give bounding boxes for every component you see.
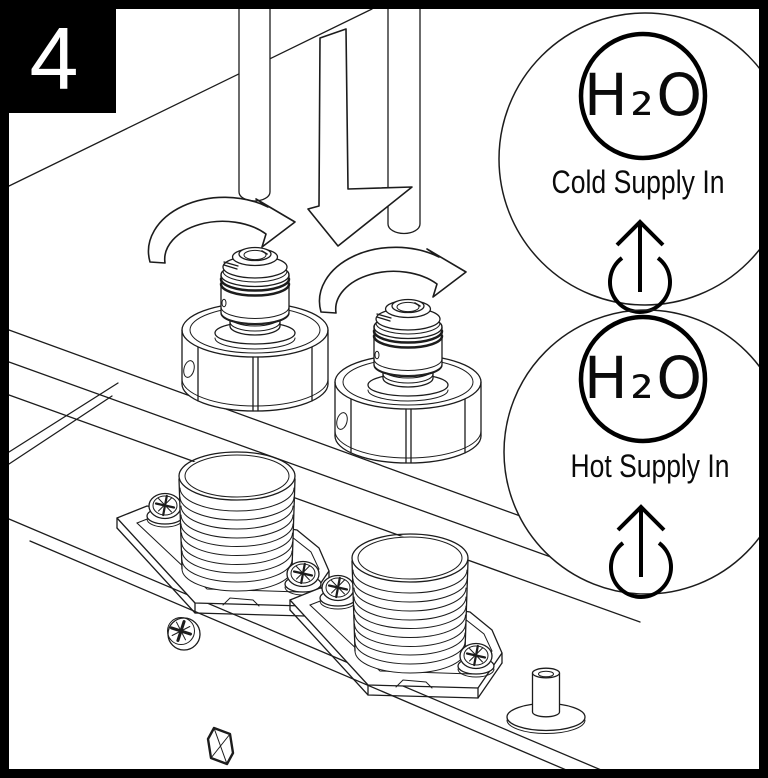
appliance-base-panel — [8, 8, 641, 778]
insert-direction-arrow-icon — [307, 28, 413, 247]
callout-label: Cold Supply In — [552, 164, 725, 200]
mounting-stud — [506, 667, 586, 734]
step-number-badge: 4 — [0, 0, 116, 113]
callout-label: Hot Supply In — [571, 448, 730, 484]
cold-supply-tube — [238, 9, 271, 202]
h2o-symbol: H₂O — [584, 61, 702, 129]
hot-supply-tube — [387, 9, 421, 235]
h2o-badge-circle — [578, 314, 708, 444]
h2o-badge-circle — [578, 31, 708, 161]
h2o-symbol: H₂O — [584, 344, 702, 412]
hot-supply-callout: H₂O Hot Supply In — [503, 309, 768, 599]
hex-bolt-icon — [206, 726, 235, 766]
step-number: 4 — [30, 9, 79, 108]
panel-screw-icon — [167, 617, 201, 651]
